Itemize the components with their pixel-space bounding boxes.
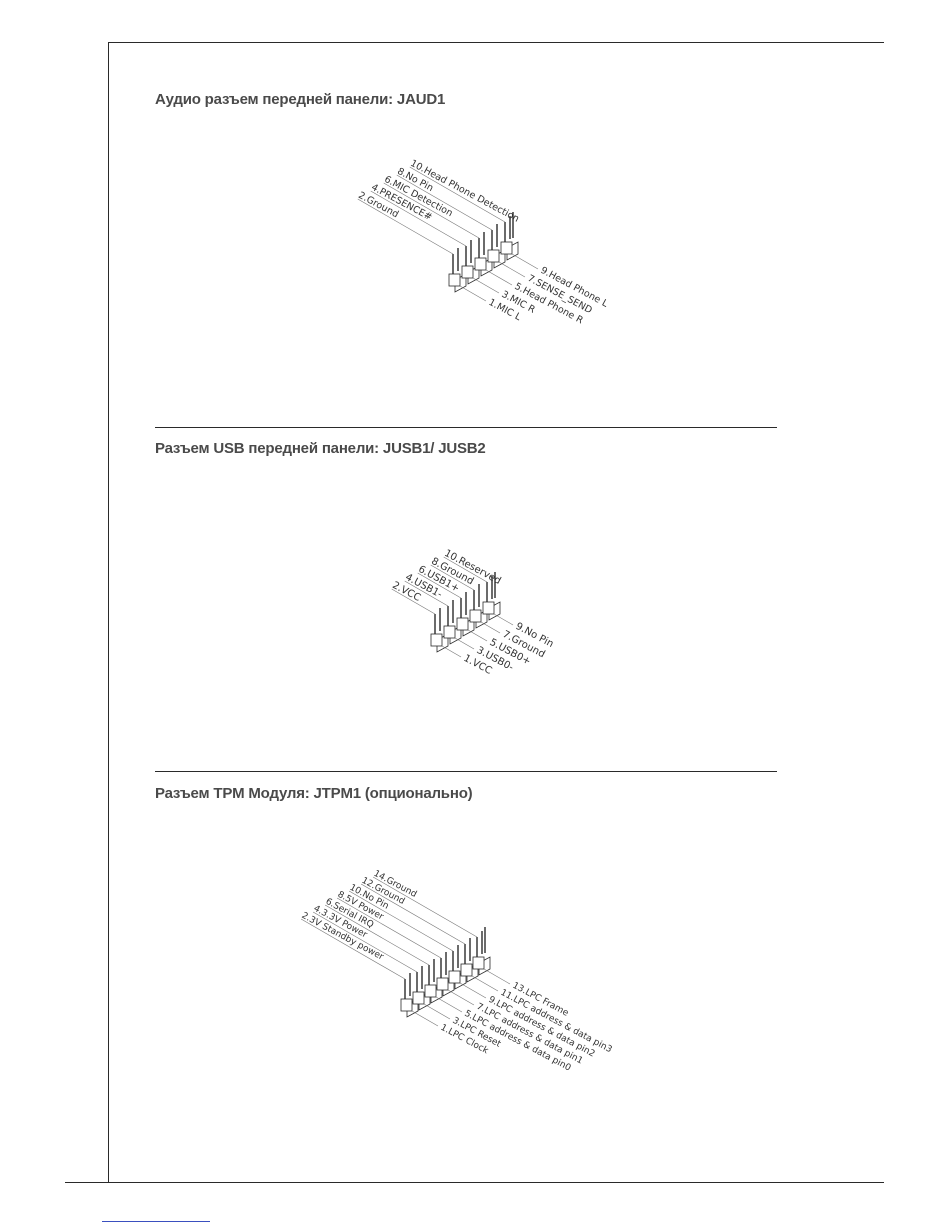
page-left-rule [108,42,109,1182]
jusb-connector-diagram: 10.Reserved8.Ground6.USB1+4.USB1-2.VCC9.… [390,548,555,677]
section-title-usb: Разъем USB передней панели: JUSB1/ JUSB2 [155,440,486,457]
pin-block [443,625,456,639]
leader-line [435,996,463,1013]
leader-line [300,918,406,980]
leader-line [454,637,475,650]
pin-header-body [430,572,501,653]
pin-block [461,265,474,279]
pin-block [430,633,443,647]
section-title-audio: Аудио разъем передней панели: JAUD1 [155,91,446,108]
leader-line [441,645,462,658]
pin-block [412,991,425,1005]
pin-header-body [400,927,491,1018]
leader-line [324,904,430,966]
leader-line [411,1010,439,1027]
pin-block [400,998,413,1012]
pin-block [474,257,487,271]
leader-line [498,261,526,278]
leader-line [443,556,488,583]
leader-line [467,629,488,642]
leader-line [409,166,506,223]
leader-line [357,198,454,255]
leader-line [459,982,487,999]
page-bottom-rule [65,1182,884,1183]
leader-line [312,911,418,973]
leader-line [360,883,466,945]
pin-block [448,970,461,984]
pin-block [500,241,513,255]
pin-block [482,601,495,615]
leader-line [447,989,475,1006]
pin-block [424,984,437,998]
leader-line [472,277,500,294]
leader-line [383,182,480,239]
leader-line [417,572,462,599]
pin-block [448,273,461,287]
leader-line [511,253,539,270]
leader-line [404,580,449,607]
pin-block [456,617,469,631]
leader-line [348,890,454,952]
page-top-rule [108,42,884,43]
section-divider-2 [155,771,777,772]
leader-line [480,621,501,634]
leader-line [391,588,436,615]
section-title-tpm: Разъем TPM Модуля: JTPM1 (опционально) [155,785,473,802]
leader-line [471,975,499,992]
leader-line [483,968,511,985]
pin-block [472,956,485,970]
leader-line [485,269,513,286]
leader-line [459,285,487,302]
pin-block [460,963,473,977]
leader-line [370,190,467,247]
leader-line [372,876,478,938]
leader-line [430,564,475,591]
section-divider-1 [155,427,777,428]
footer-accent-line [102,1221,210,1222]
pin-block [487,249,500,263]
pin-header-body [448,212,519,293]
leader-line [493,613,514,626]
leader-line [423,1003,451,1020]
pin-block [436,977,449,991]
leader-line [336,897,442,959]
leader-line [396,174,493,231]
pin-block [469,609,482,623]
